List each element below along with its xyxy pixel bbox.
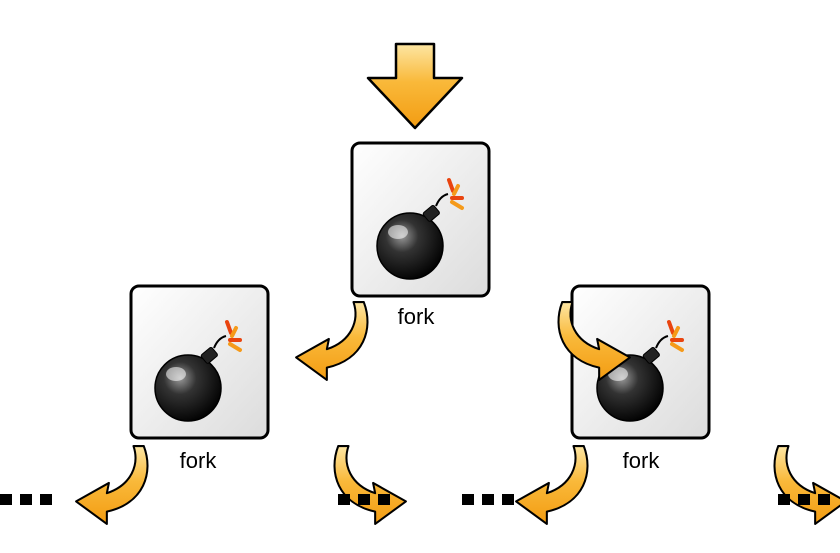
continuation-dots-3 (462, 494, 514, 505)
curved-arrow-left-icon (75, 445, 149, 525)
process-node-right: fork (570, 284, 711, 473)
continuation-dots-1 (0, 494, 52, 505)
down-arrow-icon (366, 42, 464, 130)
fork-label-left: fork (180, 448, 218, 473)
process-node-left: fork (129, 284, 270, 473)
continuation-dots-2 (338, 494, 390, 505)
fork-label-right: fork (623, 448, 661, 473)
curved-arrow-left-icon (295, 301, 369, 381)
fork-label-top: fork (398, 304, 436, 329)
curved-arrow-left-icon (515, 445, 589, 525)
process-node-top: fork (350, 141, 491, 329)
curved-arrow-right-icon (333, 445, 407, 525)
continuation-dots-4 (778, 494, 830, 505)
curved-arrow-right-icon (773, 445, 840, 525)
